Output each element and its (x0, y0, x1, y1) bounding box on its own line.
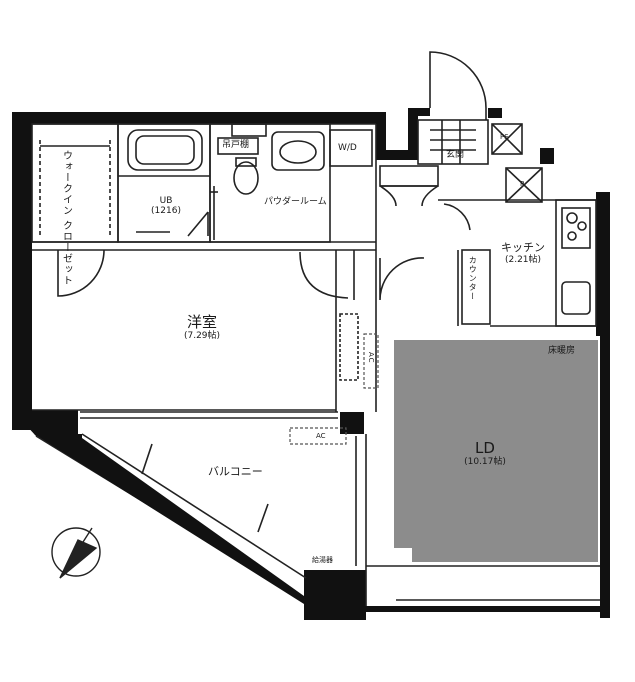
wall-left-corner (12, 410, 78, 436)
balcony-edge (34, 434, 304, 604)
floor-heating-label: 床暖房 (548, 346, 576, 356)
wall-top-left (12, 112, 384, 124)
hanging-shelf-label: 吊戸棚 (222, 140, 250, 150)
ps-label-1: PS (500, 133, 509, 141)
entrance-floor (417, 119, 489, 165)
western-room-label: 洋室 (7.29帖) (170, 313, 234, 342)
wall-entry-step (376, 150, 418, 160)
wall-bottom-block (304, 570, 366, 620)
ac-unit-balcony (289, 427, 347, 445)
powder-room-label: パウダールーム (264, 197, 327, 207)
ub-outline (117, 123, 211, 243)
wall-left (12, 112, 32, 430)
kitchen-label: キッチン (2.21帖) (494, 241, 552, 265)
kitchen-name: キッチン (501, 241, 545, 254)
counter (461, 249, 491, 325)
wash-basin (271, 131, 325, 171)
toilet (233, 161, 259, 195)
interior-walls (31, 51, 600, 606)
ub-label: UB (1216) (146, 196, 186, 217)
kitchen-size: (2.21帖) (504, 254, 542, 265)
stove (561, 207, 591, 249)
wall-ps-top (488, 108, 502, 118)
wd-label: W/D (338, 143, 357, 153)
ub-name: UB (159, 196, 173, 206)
counter-label: カウンター (468, 256, 478, 301)
ac-label-balcony: AC (316, 432, 326, 440)
wall-entry-left (376, 112, 386, 160)
wall-mid-column (340, 412, 364, 434)
kitchen-sink (561, 281, 591, 315)
ub-size: (1216) (151, 206, 181, 217)
r-label-1: R (520, 180, 525, 188)
wd-space (329, 129, 373, 167)
ac-label-ld: AC (367, 352, 376, 364)
entrance-label: 玄関 (446, 150, 465, 160)
floor-heating-area (394, 340, 598, 562)
wall-ps-block (540, 148, 554, 164)
western-room-name: 洋室 (186, 313, 217, 331)
wall-bottom (366, 606, 610, 612)
wall-right (596, 192, 610, 336)
western-room-size: (7.29帖) (183, 331, 221, 342)
wall-right-lower (600, 336, 610, 618)
walkin-closet-label: ウォークイン クローゼット (60, 150, 72, 287)
water-heater-label: 給湯器 (312, 556, 333, 564)
ld-size: (10.17帖) (464, 457, 506, 468)
walkin-closet-outline (31, 123, 119, 243)
ld-label: LD (10.17帖) (450, 439, 520, 468)
north-compass-icon (51, 527, 101, 579)
wall-entry-top (408, 108, 430, 116)
ld-name: LD (475, 439, 495, 457)
balcony-label: バルコニー (208, 465, 263, 478)
exterior-walls (12, 108, 610, 620)
wall-entry-right (408, 108, 418, 160)
ac-unit-ld (363, 333, 379, 389)
bathtub (127, 129, 203, 171)
